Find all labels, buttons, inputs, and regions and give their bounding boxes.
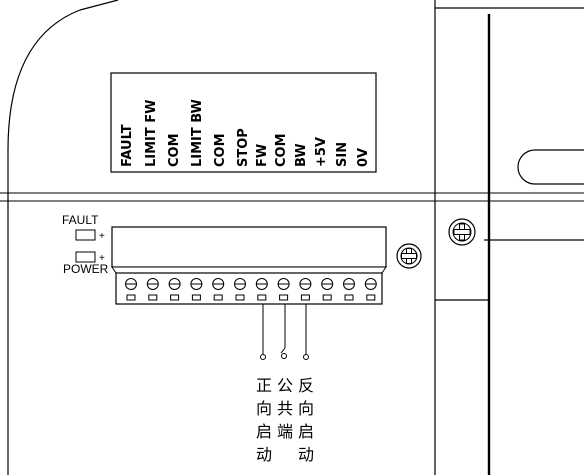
terminal-wire-hole (300, 294, 310, 301)
fault-indicator-label: FAULT (62, 213, 99, 227)
wiring-notes: 正 向 启 动 公 共 端 反 向 启 动 (256, 376, 314, 464)
terminal-screw-row (125, 278, 377, 301)
common-terminal-note: 公 共 端 (277, 376, 293, 441)
terminal-screw-icon (299, 278, 312, 290)
terminal-label: 0V (356, 148, 371, 167)
terminal-label: +5V (314, 137, 329, 167)
terminal-screw-icon (364, 278, 377, 290)
terminal-label: FAULT (120, 124, 135, 167)
note-char: 向 (256, 399, 272, 418)
terminal-wire-hole (191, 294, 201, 301)
fault-led (75, 229, 96, 241)
terminal-label: FW (255, 144, 270, 167)
common-switch-arm (280, 347, 286, 354)
note-char: 反 (298, 376, 314, 395)
terminal-screw-icon (343, 278, 355, 290)
housing-screw-icon (396, 243, 422, 269)
terminal-screw-icon (234, 278, 246, 290)
terminal-label: COM (167, 133, 182, 167)
power-indicator-label: POWER (63, 262, 109, 276)
terminal-screw-icon (321, 278, 334, 290)
note-char: 端 (277, 422, 293, 441)
terminal-wire-hole (213, 294, 223, 301)
terminal-block (111, 226, 387, 305)
note-char: 向 (298, 399, 314, 418)
bracket-notch (517, 149, 584, 185)
terminal-screw-icon (190, 278, 203, 290)
terminal-label-list: FAULT LIMIT FW COM LIMIT BW COM STOP FW … (120, 99, 371, 167)
forward-start-note: 正 向 启 动 (256, 376, 272, 464)
terminal-wire-hole (148, 294, 158, 301)
terminal-wire-hole (170, 294, 180, 301)
note-char: 正 (256, 376, 272, 395)
terminal-label: COM (213, 133, 228, 167)
fault-plus-sign: + (99, 231, 105, 242)
note-char: 动 (256, 445, 272, 464)
terminal-wire-hole (344, 294, 354, 301)
forward-contact (260, 354, 266, 360)
terminal-wire-hole (322, 294, 332, 301)
bracket-screw-icon (448, 218, 476, 246)
note-char: 公 (277, 376, 293, 395)
terminal-screw-icon (277, 278, 290, 290)
terminal-label-panel (110, 72, 377, 173)
terminal-screw-icon (125, 278, 137, 290)
terminal-wire-hole (366, 294, 376, 301)
terminal-label: STOP (236, 128, 251, 167)
terminal-wire-hole (257, 294, 267, 301)
power-plus-sign: + (99, 253, 105, 264)
terminal-screw-icon (168, 278, 181, 290)
common-contact (281, 353, 287, 359)
fault-indicator: FAULT + (62, 213, 105, 242)
note-char: 共 (277, 399, 293, 418)
terminal-wire-hole (235, 294, 245, 301)
terminal-label: LIMIT BW (190, 99, 205, 167)
terminal-wire-hole (126, 294, 136, 301)
note-char: 启 (298, 422, 314, 441)
note-char: 动 (298, 445, 314, 464)
terminal-screw-icon (255, 278, 268, 290)
terminal-label: LIMIT FW (144, 99, 159, 167)
power-led (75, 251, 96, 263)
note-char: 启 (256, 422, 272, 441)
terminal-label: COM (274, 133, 289, 167)
terminal-label: SIN (335, 142, 350, 167)
wiring (260, 304, 309, 360)
terminal-wire-hole (279, 294, 289, 301)
terminal-screw-icon (212, 278, 225, 290)
reverse-contact (303, 354, 309, 360)
reverse-start-note: 反 向 启 动 (298, 376, 314, 464)
terminal-screw-icon (146, 278, 159, 290)
terminal-label: BW (294, 143, 309, 167)
power-indicator: + POWER (63, 251, 109, 276)
